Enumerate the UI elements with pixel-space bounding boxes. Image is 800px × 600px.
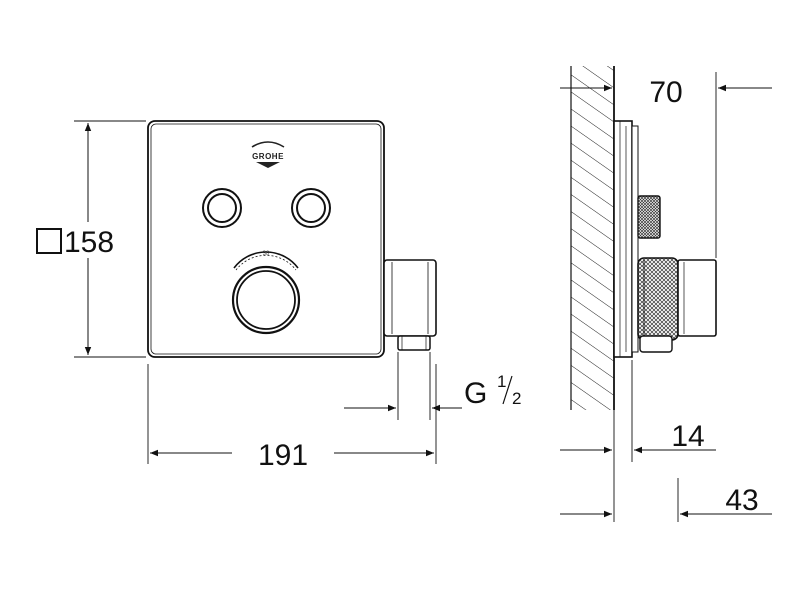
thermostat-knob: 38 — [231, 251, 301, 335]
width-dimension: 191 — [147, 364, 437, 472]
width-dimension-label: 191 — [258, 439, 308, 472]
thread-numerator: 1 — [497, 372, 506, 391]
wall-section — [570, 66, 615, 410]
brand-logo: GROHE — [251, 141, 285, 168]
depth-dimension-70: 70 — [560, 72, 772, 258]
mounted-body — [613, 120, 639, 358]
wall-outlet — [383, 259, 437, 351]
depth-top-label: 70 — [649, 76, 682, 109]
thread-label: G — [464, 377, 487, 410]
front-view: GROHE 38 — [36, 120, 521, 472]
faceplate-outer — [147, 120, 385, 358]
height-dimension-label: 158 — [64, 226, 114, 259]
depth-a-label: 14 — [671, 420, 704, 453]
side-view: 70 14 43 — [560, 66, 772, 522]
depth-dimension-43: 43 — [560, 478, 772, 522]
push-button-left — [202, 188, 242, 228]
faceplate-inner — [150, 123, 382, 355]
depth-dimension-14: 14 — [560, 360, 716, 522]
side-button — [637, 195, 661, 239]
thread-denominator: 2 — [512, 389, 521, 408]
thread-dimension: G 1 2 — [344, 352, 521, 420]
height-dimension: 158 — [36, 120, 146, 358]
brand-name: GROHE — [252, 152, 284, 161]
side-outlet — [639, 259, 717, 353]
temperature-mark: 38 — [263, 251, 270, 257]
depth-b-label: 43 — [725, 484, 758, 517]
side-knob — [637, 257, 679, 341]
push-button-right — [291, 188, 331, 228]
square-symbol-icon — [36, 228, 62, 254]
